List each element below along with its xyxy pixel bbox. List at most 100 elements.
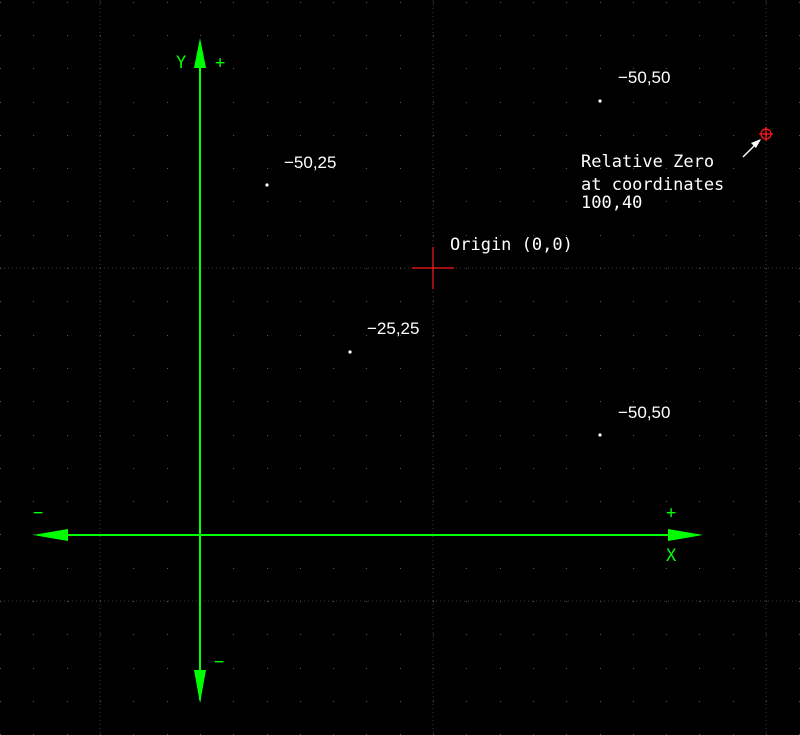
x-axis-left-arrow-icon bbox=[33, 529, 68, 541]
grid-dot bbox=[200, 701, 201, 702]
grid-dot bbox=[566, 701, 567, 702]
grid-dot bbox=[333, 201, 334, 202]
grid-dot bbox=[500, 468, 501, 469]
grid-dot bbox=[766, 568, 767, 569]
grid-dot bbox=[0, 201, 1, 202]
grid-dot bbox=[167, 135, 168, 136]
grid-dot bbox=[167, 601, 168, 602]
grid-dot bbox=[366, 301, 367, 302]
grid-dot bbox=[466, 335, 467, 336]
grid-dot bbox=[699, 135, 700, 136]
grid-dot bbox=[100, 201, 101, 202]
grid-dot bbox=[0, 135, 1, 136]
grid-dot bbox=[533, 135, 534, 136]
grid-dot bbox=[633, 301, 634, 302]
grid-dot bbox=[333, 501, 334, 502]
grid-dot bbox=[500, 401, 501, 402]
grid-dot bbox=[100, 301, 101, 302]
grid-dot bbox=[300, 301, 301, 302]
grid-dot bbox=[766, 201, 767, 202]
grid-dot bbox=[766, 601, 767, 602]
grid-dot bbox=[300, 268, 301, 269]
grid-dot bbox=[633, 35, 634, 36]
grid-dot bbox=[766, 268, 767, 269]
grid-dot bbox=[633, 201, 634, 202]
grid-dot bbox=[133, 501, 134, 502]
grid-dot bbox=[133, 201, 134, 202]
grid-dot bbox=[233, 35, 234, 36]
grid-dot bbox=[666, 634, 667, 635]
grid-dot bbox=[333, 668, 334, 669]
y-axis-bottom-arrow-icon bbox=[194, 670, 206, 703]
grid-dot bbox=[366, 435, 367, 436]
grid-dot bbox=[533, 435, 534, 436]
grid-dot bbox=[666, 701, 667, 702]
grid-dot bbox=[733, 568, 734, 569]
grid-dot bbox=[133, 468, 134, 469]
grid-dot bbox=[733, 668, 734, 669]
grid-dot bbox=[699, 335, 700, 336]
grid-dot bbox=[433, 235, 434, 236]
grid-dot bbox=[400, 168, 401, 169]
grid-dot bbox=[600, 68, 601, 69]
grid-dot bbox=[100, 501, 101, 502]
grid-dot bbox=[366, 501, 367, 502]
grid-dot bbox=[766, 35, 767, 36]
grid-dot bbox=[566, 2, 567, 3]
grid-dot bbox=[699, 368, 700, 369]
grid-dot bbox=[699, 268, 700, 269]
grid-dot bbox=[733, 401, 734, 402]
grid-dot bbox=[766, 501, 767, 502]
grid-dot bbox=[566, 435, 567, 436]
grid-dot bbox=[267, 601, 268, 602]
grid-dot bbox=[533, 335, 534, 336]
grid-dot bbox=[100, 568, 101, 569]
grid-dot bbox=[0, 35, 1, 36]
point-dot bbox=[598, 433, 602, 437]
grid-dot bbox=[633, 135, 634, 136]
grid-dot bbox=[300, 35, 301, 36]
grid-dot bbox=[200, 35, 201, 36]
relative-zero-line-2: at coordinates bbox=[581, 175, 724, 195]
grid-dot bbox=[400, 2, 401, 3]
y-axis-plus-label: + bbox=[215, 53, 225, 73]
grid-dot bbox=[633, 435, 634, 436]
grid-dot bbox=[333, 368, 334, 369]
grid-dot bbox=[133, 235, 134, 236]
grid-dot bbox=[666, 102, 667, 103]
point-group-2: −50,25 bbox=[265, 153, 336, 187]
grid-dot bbox=[100, 634, 101, 635]
grid-dot bbox=[600, 401, 601, 402]
grid-dot bbox=[33, 335, 34, 336]
grid-dot bbox=[566, 168, 567, 169]
grid-dot bbox=[533, 268, 534, 269]
grid-dot bbox=[0, 601, 1, 602]
grid-dot bbox=[566, 102, 567, 103]
grid-dot bbox=[699, 568, 700, 569]
grid-dot bbox=[0, 2, 1, 3]
grid-dot bbox=[400, 634, 401, 635]
grid-dot bbox=[300, 102, 301, 103]
grid-dot bbox=[433, 501, 434, 502]
grid-dot bbox=[666, 568, 667, 569]
grid-dot bbox=[733, 634, 734, 635]
relative-zero-line-3: 100,40 bbox=[581, 193, 642, 213]
grid-dot bbox=[466, 2, 467, 3]
grid-dot bbox=[267, 468, 268, 469]
grid-dot bbox=[33, 634, 34, 635]
grid-dot bbox=[333, 401, 334, 402]
grid-dot bbox=[233, 201, 234, 202]
grid-dot bbox=[766, 301, 767, 302]
grid-dot bbox=[500, 435, 501, 436]
grid-dot bbox=[267, 168, 268, 169]
grid-dot bbox=[366, 701, 367, 702]
grid-dot bbox=[333, 102, 334, 103]
grid-dot bbox=[533, 634, 534, 635]
grid-dot bbox=[233, 568, 234, 569]
grid-dot bbox=[600, 468, 601, 469]
grid-dot bbox=[0, 435, 1, 436]
grid-dot bbox=[400, 35, 401, 36]
grid-dot bbox=[67, 468, 68, 469]
grid-dot bbox=[300, 368, 301, 369]
grid-dot bbox=[466, 501, 467, 502]
